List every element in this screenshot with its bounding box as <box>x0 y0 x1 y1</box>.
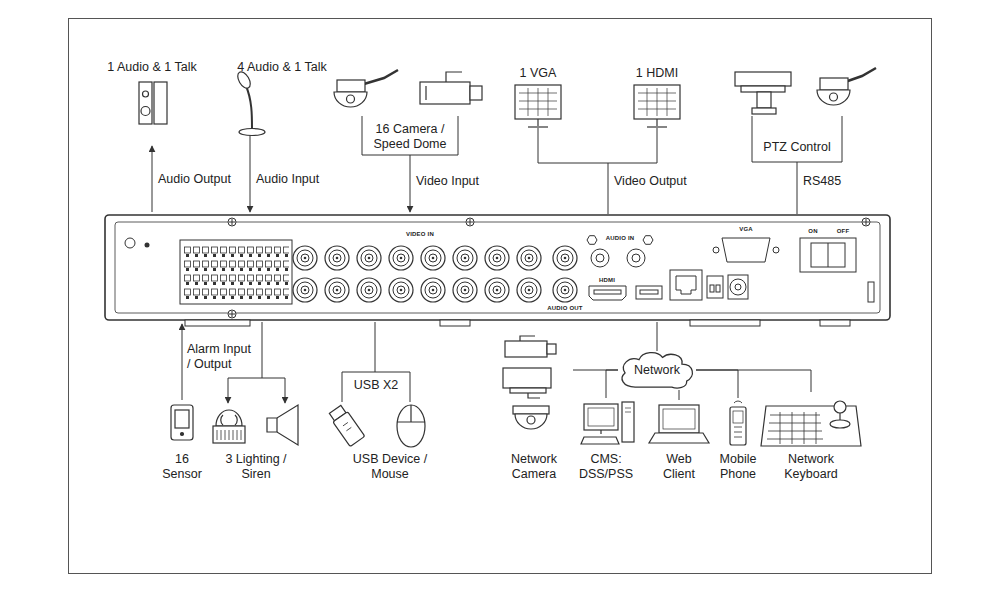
speaker-icon <box>139 82 167 124</box>
label-holder: Video Input <box>416 174 479 189</box>
cms-client: CMS: DSS/PSS <box>573 398 639 482</box>
device-name: USB Device / Mouse <box>350 452 430 482</box>
usb-stick-icon <box>328 404 365 446</box>
network-link <box>679 390 680 400</box>
signal-name: Alarm Input / Output <box>187 342 255 372</box>
device-name: 16 Sensor <box>157 452 207 482</box>
label-holder: Audio Output <box>158 172 231 187</box>
device-count: 16 Camera / Speed Dome <box>368 122 452 152</box>
bullet-camera-icon <box>420 72 482 104</box>
frame <box>69 19 932 574</box>
network-link <box>606 370 618 398</box>
label-holder: 16 Camera / Speed Dome <box>368 122 452 152</box>
bus-name: RS485 <box>803 174 841 189</box>
vga-monitor-icon <box>515 85 561 127</box>
label-holder: 16 Sensor <box>157 452 207 482</box>
device-count: 1 VGA <box>520 66 557 81</box>
label-holder: Alarm Input / Output <box>187 342 255 372</box>
web-client: Web Client <box>648 400 710 482</box>
network-link <box>696 370 811 392</box>
label-holder: Video Output <box>614 174 687 189</box>
panel-marking: AUDIO IN <box>606 235 635 242</box>
label-holder: AUDIO OUT <box>547 305 582 312</box>
label-holder: 1 Audio & 1 Talk <box>107 60 196 75</box>
bus-name: PTZ Control <box>763 140 830 155</box>
device-name: 3 Lighting / Siren <box>223 452 289 482</box>
network-keyboard-icon <box>761 401 861 446</box>
wires <box>152 116 842 403</box>
network-camera-icons <box>503 336 556 429</box>
signal-name: Audio Output <box>158 172 231 187</box>
label-holder: OFF <box>837 228 850 235</box>
label-holder: VGA <box>739 226 753 233</box>
port-count: USB X2 <box>354 378 398 393</box>
laptop-icon <box>649 405 709 443</box>
ptz-camera-icon <box>735 72 791 114</box>
label-holder: 1 HDMI <box>636 66 678 81</box>
label-holder: RS485 <box>803 174 841 189</box>
microphone-icon <box>235 70 265 136</box>
network-keyboard: Network Keyboard <box>757 392 865 482</box>
siren-icon <box>267 405 298 445</box>
label-holder: HDMI <box>599 277 615 284</box>
cloud-label: Network <box>634 363 680 378</box>
device-count: 1 Audio & 1 Talk <box>107 60 196 75</box>
label-holder: Audio Input <box>256 172 319 187</box>
panel-marking: VIDEO IN <box>406 231 434 238</box>
label-holder: USB Device / Mouse <box>350 452 430 482</box>
device-caption: Network Keyboard <box>779 452 843 482</box>
device-count: 1 HDMI <box>636 66 678 81</box>
sensor-icon <box>171 405 193 440</box>
label-holder: PTZ Control <box>763 140 830 155</box>
signal-name: Video Output <box>614 174 687 189</box>
speed-dome-icon <box>334 70 398 107</box>
network-cloud: Network <box>618 350 696 390</box>
computer-icon <box>581 402 634 444</box>
label-holder: 1 VGA <box>520 66 557 81</box>
label-holder: ON <box>808 228 817 235</box>
label-holder: VIDEO IN <box>406 231 434 238</box>
signal-name: Video Input <box>416 174 479 189</box>
device-caption: CMS: DSS/PSS <box>576 452 636 482</box>
hdmi-monitor-icon <box>634 85 680 127</box>
panel-marking: AUDIO OUT <box>547 305 582 312</box>
mouse-icon <box>397 405 425 447</box>
device-caption: Mobile Phone <box>714 452 762 482</box>
lighting-icon <box>213 410 245 443</box>
label-holder: 4 Audio & 1 Talk <box>237 60 326 75</box>
label-holder: AUDIO IN <box>606 235 635 242</box>
label-holder: USB X2 <box>354 378 398 393</box>
device-count: 4 Audio & 1 Talk <box>237 60 326 75</box>
device-caption: Web Client <box>656 452 702 482</box>
switch-marking: OFF <box>837 228 850 235</box>
signal-name: Audio Input <box>256 172 319 187</box>
mobile-phone: Mobile Phone <box>711 398 765 482</box>
network-camera: Network Camera <box>495 335 573 482</box>
device-caption: Network Camera <box>504 452 564 482</box>
switch-marking: ON <box>808 228 817 235</box>
panel-marking: HDMI <box>599 277 615 284</box>
dvr-back-panel <box>105 215 890 326</box>
label-holder: 3 Lighting / Siren <box>223 452 289 482</box>
mobile-phone-icon <box>730 401 746 445</box>
network-link <box>696 370 738 398</box>
panel-marking: VGA <box>739 226 753 233</box>
ptz-dome-icon <box>817 68 876 105</box>
